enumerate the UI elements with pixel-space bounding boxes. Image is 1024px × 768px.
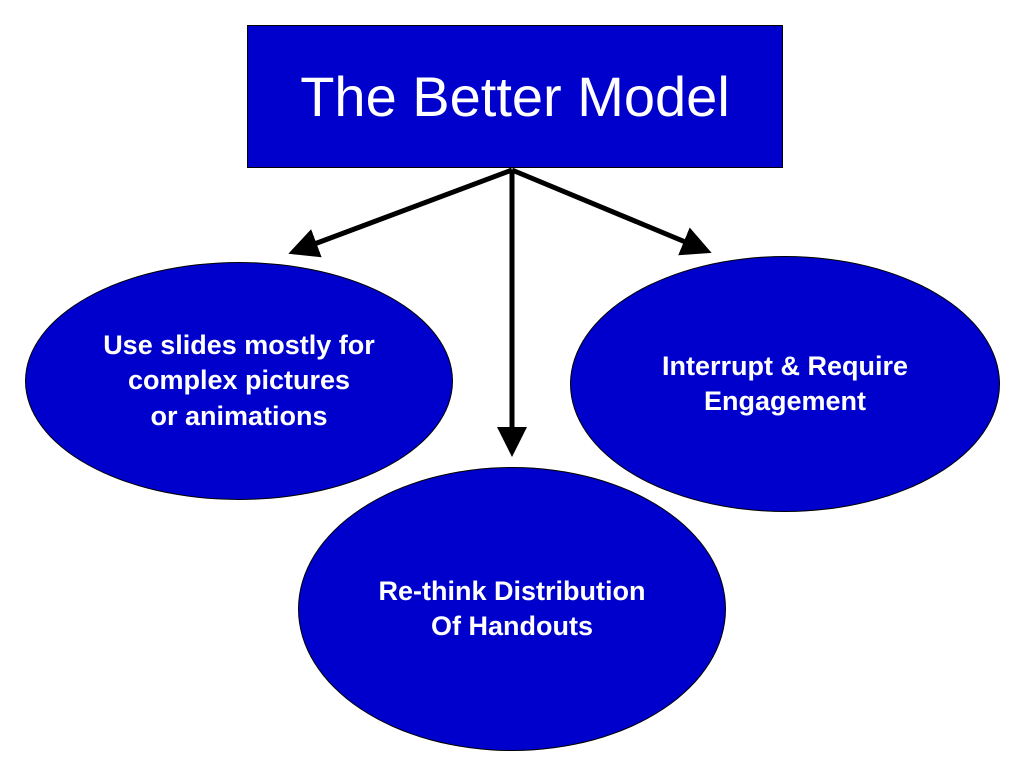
title-box: The Better Model	[247, 25, 783, 168]
node-interrupt-engagement-label: Interrupt & Require Engagement	[661, 350, 909, 416]
node-interrupt-engagement: Interrupt & Require Engagement	[570, 256, 1000, 512]
node-slides-usage-label: Use slides mostly for complex pictures o…	[103, 330, 375, 431]
arrow-to-left-node	[288, 167, 513, 258]
node-handouts-distribution: Re-think Distribution Of Handouts	[298, 467, 726, 751]
node-handouts-distribution-label: Re-think Distribution Of Handouts	[378, 575, 646, 641]
node-slides-usage: Use slides mostly for complex pictures o…	[25, 262, 453, 500]
arrow-to-right-node	[511, 167, 712, 256]
diagram-title: The Better Model	[300, 65, 730, 128]
